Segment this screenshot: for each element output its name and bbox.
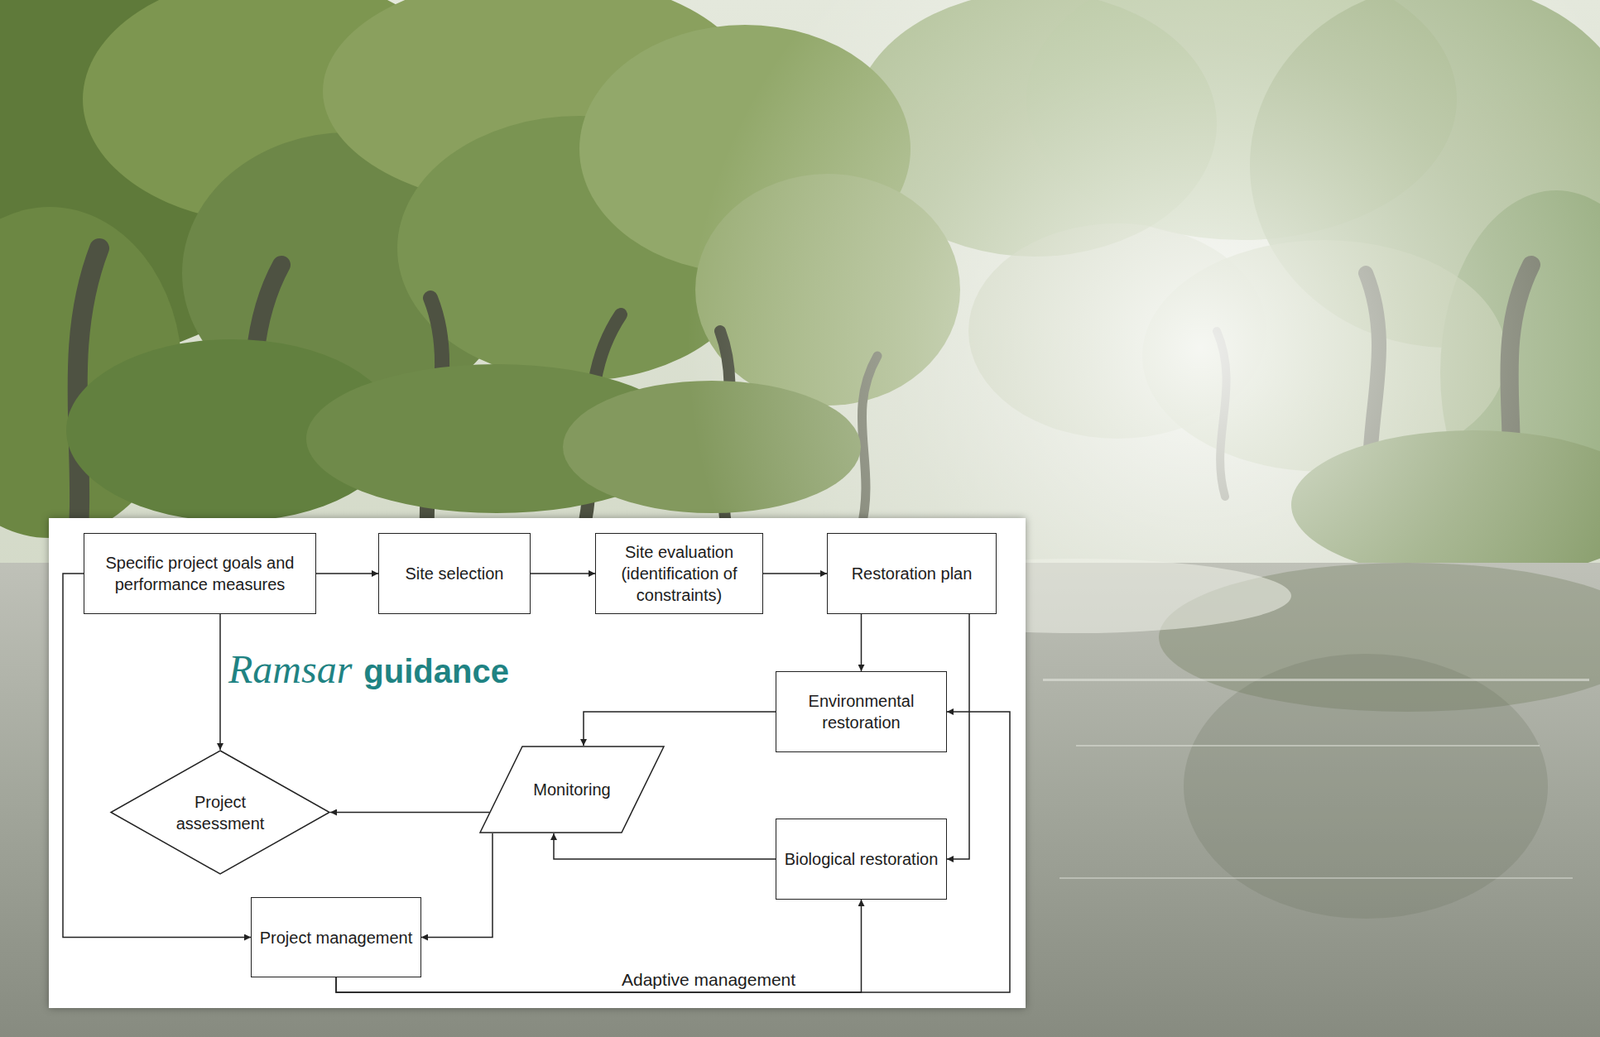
decision-diamond: Project assessment (110, 749, 331, 875)
diamond-outline (110, 749, 331, 875)
connector (421, 833, 493, 938)
connector (316, 572, 379, 575)
node-label: Environmental restoration (783, 690, 939, 734)
process-box: Site selection (378, 533, 531, 615)
node-label: Specific project goals and performance m… (94, 552, 306, 596)
connector (583, 711, 776, 746)
node-text-group: Restoration plan (835, 562, 989, 585)
node-label: Project management (259, 927, 414, 949)
process-box: Environmental restoration (775, 671, 947, 753)
connector (553, 833, 776, 860)
connector (530, 572, 596, 575)
connector (219, 614, 222, 750)
node-text-group: Biological restoration (783, 848, 939, 870)
node-text-group: Project assessment (166, 791, 274, 835)
node-text-group: Monitoring (526, 778, 618, 801)
goal-box: Specific project goals and performance m… (83, 533, 317, 615)
connector (860, 614, 863, 672)
connector (946, 614, 970, 860)
guidance-source: Ramsar (228, 646, 352, 692)
node-label: Site selection (386, 562, 523, 585)
io-parallelogram: Monitoring (479, 745, 665, 834)
node-text-group: Environmental restoration (783, 690, 939, 734)
node-label: Biological restoration (783, 848, 939, 870)
node-text-group: Specific project goals and performance m… (94, 552, 306, 596)
node-text-group: Project management (259, 927, 414, 949)
edge-label: Adaptive management (618, 969, 799, 990)
process-box: Project management (250, 897, 422, 978)
reflection (1076, 744, 1540, 747)
process-box: Restoration plan (826, 533, 997, 615)
connector (763, 572, 827, 575)
process-box: Biological restoration (775, 818, 947, 900)
node-label: Project assessment (166, 791, 274, 835)
node-label: Monitoring (526, 778, 618, 801)
node-label: Restoration plan (835, 562, 989, 585)
process-box: Site evaluation (identification of const… (595, 533, 764, 615)
ramsar-heading: Ramsar guidance (228, 646, 510, 692)
connector (330, 812, 491, 814)
node-label: Site evaluation (identification of const… (603, 541, 755, 606)
shape-outline (110, 750, 330, 875)
shape-outline (480, 746, 664, 833)
reflection (1042, 678, 1590, 682)
connector (336, 711, 1010, 993)
node-text-group: Site selection (386, 562, 523, 585)
guidance-word: guidance (363, 653, 510, 691)
node-text-group: Site evaluation (identification of const… (603, 541, 755, 606)
reflection (1059, 877, 1573, 880)
